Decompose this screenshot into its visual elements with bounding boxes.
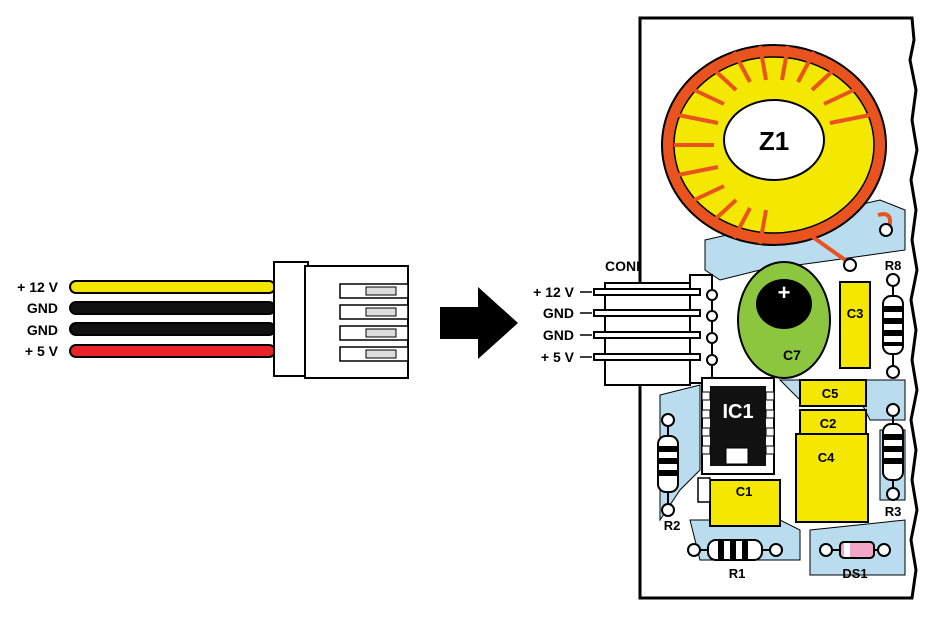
ds1-label: DS1 [842,566,867,581]
ic1-chip: IC1 [701,377,775,475]
r3-resistor: R3 [882,403,904,519]
conn1-label-5v: + 5 V [541,349,575,365]
c7-capacitor: + C7 [737,261,831,379]
c4-capacitor: C4 [795,433,869,523]
c3-label: C3 [847,306,864,321]
c3-capacitor: C3 [839,281,871,369]
c2-capacitor: C2 [799,409,867,437]
wire-12v [69,280,276,294]
r1-resistor: R1 [687,539,783,581]
left-label-5v: + 5 V [25,343,59,359]
conn1-labels: CONN. 1 + 12 V GND GND + 5 V [533,258,662,365]
left-plug: + 12 V GND GND + 5 V [17,261,409,379]
conn1-label-gnd-2: GND [543,327,574,343]
r2-label: R2 [664,518,681,533]
svg-text:+: + [778,280,791,305]
r1-label: R1 [729,566,746,581]
r3-label: R3 [885,504,902,519]
r8-label: R8 [885,258,902,273]
c1-label: C1 [736,484,753,499]
left-label-gnd-2: GND [27,322,58,338]
left-label-gnd-1: GND [27,300,58,316]
c5-label: C5 [822,386,839,401]
wire-gnd-1 [69,301,276,315]
c7-label: C7 [783,347,801,363]
conn1-label-12v: + 12 V [533,284,575,300]
plug-housing [273,261,309,377]
c4-label: C4 [818,450,835,465]
wire-5v [69,344,276,358]
r2-resistor: R2 [657,413,681,533]
c2-label: C2 [820,416,837,431]
ds1-diode: DS1 [819,541,891,581]
z1-label: Z1 [759,126,789,156]
conn1-label-gnd-1: GND [543,305,574,321]
right-arrow-icon [440,287,518,359]
z1-toroid: Z1 [661,44,893,272]
wire-gnd-2 [69,322,276,336]
c1-capacitor: C1 [697,477,781,527]
r8-resistor: R8 [882,258,904,379]
left-label-12v: + 12 V [17,279,59,295]
ic1-label: IC1 [722,401,753,423]
conn1-header [593,274,718,386]
c5-capacitor: C5 [799,379,867,407]
